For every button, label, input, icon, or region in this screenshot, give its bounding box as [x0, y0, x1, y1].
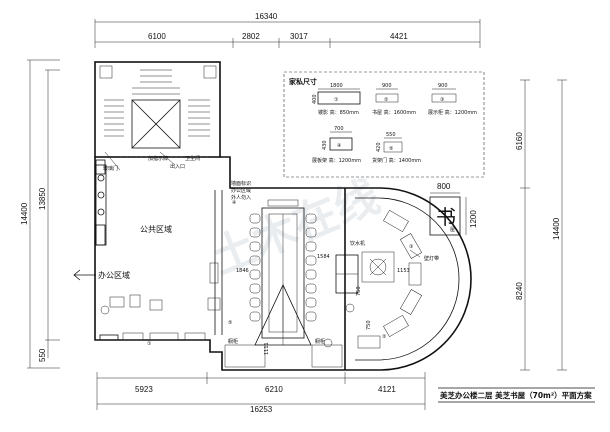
dim-top-total: 16340 — [255, 12, 278, 21]
interior-dimensions: 1846 1584 1153 750 750 1111 — [236, 254, 410, 355]
dim-bottom-seg-1: 5923 — [135, 385, 153, 394]
right-dimension-chain: 6160 14400 8240 — [515, 79, 567, 371]
stair-notes: 加指示牌 玻璃门 墙面标识 办公区域 外人勿入 出入口 — [103, 155, 251, 201]
dim-right-upper: 6160 — [515, 132, 524, 150]
dim-int-3: 1153 — [397, 268, 410, 274]
panel-label-3: 展示柜 高：1200mm — [428, 109, 477, 116]
panel-w-4: 700 — [334, 126, 344, 132]
dim-right-total: 14400 — [552, 217, 561, 240]
panel-label-1: 镂影 高：850mm — [318, 109, 359, 116]
dim-int-2: 1584 — [317, 254, 330, 260]
dim-left-small: 550 — [38, 348, 47, 362]
dim-bottom-seg-2: 6210 — [265, 385, 283, 394]
panel-w-2: 900 — [382, 83, 392, 89]
stair-core: 卫生间 — [94, 61, 221, 162]
label-water-stand: 饮水机 — [350, 240, 365, 247]
dim-bottom-seg-3: 4121 — [378, 385, 396, 394]
building-outline — [94, 156, 472, 371]
plan-markers: ④ ⑤ ① ② ③ — [147, 200, 413, 347]
dim-sign-height: 1200 — [469, 210, 478, 228]
top-dimension-chain: 16340 6100 2802 3017 4421 — [94, 12, 481, 48]
public-area-fixtures — [95, 151, 221, 341]
panel-m-3: ③ — [440, 97, 444, 103]
drawing-title: 美芝办公楼二层 美芝书屋（70m²）平面方案 — [440, 390, 592, 400]
furniture-panel: 家私尺寸 1800 ① 400 镂影 高：850mm 900 ② 书屋 高：16… — [283, 71, 485, 178]
chairs-left — [249, 213, 261, 322]
panel-m-4: ④ — [337, 143, 342, 149]
office-direction-arrow: 办公区域 — [73, 269, 130, 281]
dim-int-5: 750 — [366, 320, 372, 330]
marker-5: ⑤ — [228, 320, 232, 326]
note-sign: 墙面标识 — [231, 180, 251, 187]
title-block: 美芝办公楼二层 美芝书屋（70m²）平面方案 — [438, 387, 595, 403]
panel-m-5: ⑤ — [389, 146, 393, 152]
dim-int-1: 1846 — [236, 268, 249, 274]
bookstore-shelves: 饮水机 壁灯带 — [323, 209, 439, 349]
dim-right-lower: 8240 — [515, 282, 524, 300]
marker-4: ④ — [232, 200, 237, 206]
label-office-area: 办公区域 — [98, 270, 130, 280]
left-dimension-chain: 14400 13850 550 — [20, 59, 60, 369]
bookstore-char: 书 — [436, 205, 456, 229]
bottom-dimension-chain: 5923 6210 4121 16253 — [96, 372, 426, 414]
dim-top-seg-4: 4421 — [390, 32, 408, 41]
panel-title: 家私尺寸 — [289, 77, 317, 86]
label-cabinet-b: 橱柜 — [315, 338, 325, 345]
label-wall-lamp: 壁灯带 — [424, 255, 439, 262]
note-door: 玻璃门 — [103, 165, 118, 172]
panel-m-2: ② — [384, 97, 389, 103]
dim-sign-width: 800 — [437, 182, 451, 191]
note-access: 出入口 — [170, 163, 185, 170]
panel-m-1: ① — [334, 97, 339, 103]
dim-int-4: 750 — [356, 286, 362, 296]
panel-w-5: 550 — [386, 132, 396, 138]
dim-top-seg-1: 6100 — [148, 32, 166, 41]
marker-3: ③ — [409, 244, 413, 250]
label-public-area: 公共区域 — [140, 224, 172, 234]
chairs-right — [305, 213, 317, 322]
marker-2: ② — [382, 334, 387, 340]
dim-top-seg-3: 3017 — [290, 32, 308, 41]
dim-bottom-total: 16253 — [250, 405, 273, 414]
note-top-small: 卫生间 — [185, 155, 200, 162]
panel-h-5: 420 — [376, 142, 382, 152]
panel-w-1: 1800 — [330, 83, 343, 89]
panel-h-4: 430 — [322, 140, 328, 150]
panel-h-1: 400 — [312, 94, 318, 104]
dim-left-total: 14400 — [20, 202, 29, 225]
bookstore-char-sub: 屋 — [450, 227, 455, 233]
marker-1: ① — [147, 341, 152, 347]
label-cabinet-a: 橱柜 — [228, 338, 238, 345]
panel-label-4: 展板架 高：1200mm — [312, 157, 361, 164]
note-office-zone: 办公区域 — [231, 187, 251, 194]
conference-table: 橱柜 橱柜 — [224, 199, 343, 368]
dim-int-6: 1111 — [264, 342, 270, 355]
panel-label-2: 书屋 高：1600mm — [372, 109, 416, 116]
note-visitor: 外人勿入 — [231, 194, 251, 201]
note-guide: 加指示牌 — [148, 155, 168, 162]
bookstore-sign: 800 书 屋 1200 — [429, 182, 478, 236]
dim-top-seg-2: 2802 — [242, 32, 260, 41]
dim-left-inner: 13850 — [38, 187, 47, 210]
panel-label-5: 货架门 高：1400mm — [372, 157, 421, 164]
panel-w-3: 900 — [438, 83, 448, 89]
